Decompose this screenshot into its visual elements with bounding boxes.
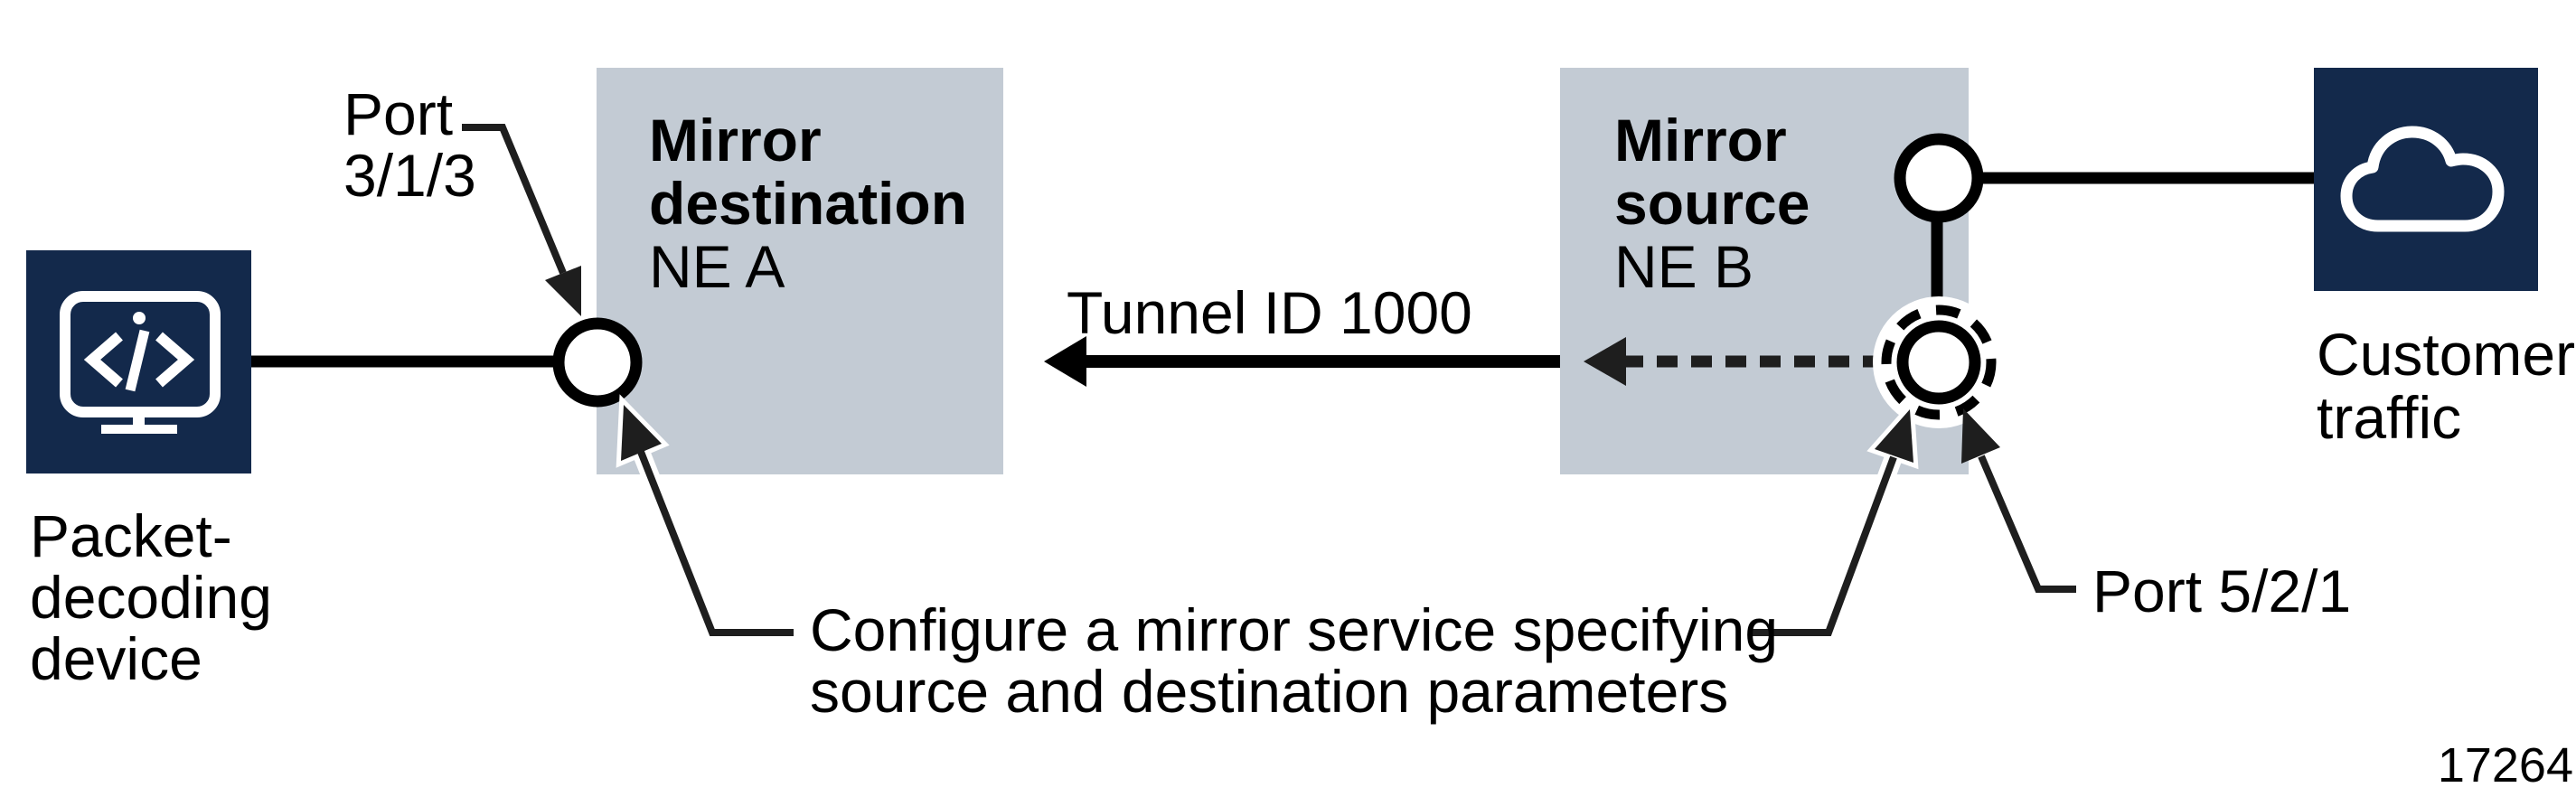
configure-line2: source and destination parameters	[810, 658, 1729, 725]
tunnel-id-label: Tunnel ID 1000	[1067, 279, 1472, 346]
ne-b-line2: source	[1614, 170, 1810, 237]
tunnel-arrowhead	[1044, 336, 1086, 387]
ne-a-line2: destination	[649, 170, 968, 237]
configure-left-callout-line	[637, 450, 794, 636]
configure-right-arrowhead	[1875, 409, 1913, 463]
customer-line1: Customer	[2317, 321, 2576, 388]
port-b-callout-line	[1978, 455, 2076, 593]
port-b-callout-arrowhead	[1961, 408, 2000, 464]
packet-device-line3: device	[30, 625, 202, 692]
port-a-line1: Port	[343, 80, 454, 147]
code-monitor-icon	[60, 291, 221, 434]
configure-annotation: Configure a mirror service specifying so…	[810, 599, 1778, 722]
customer-port-circle	[1894, 133, 1984, 223]
ne-a-line1: Mirror	[649, 107, 822, 173]
customer-line2: traffic	[2317, 384, 2462, 451]
port-3-1-3-circle	[552, 317, 643, 408]
port-5-2-1-dashed-ring	[1881, 305, 1997, 420]
port-5-2-1-circle	[1896, 320, 1981, 405]
configure-left-halo	[632, 448, 794, 642]
ne-b-line1: Mirror	[1614, 107, 1787, 173]
configure-right-callout-line	[1749, 455, 1897, 636]
ne-a-box	[597, 68, 1003, 474]
ne-a-label: Mirror destination NE A	[649, 108, 967, 298]
port-a-line2: 3/1/3	[343, 142, 476, 209]
packet-device-label: Packet- decoding device	[30, 505, 272, 689]
figure-number: 17264	[2437, 738, 2573, 792]
port-b-label: Port 5/2/1	[2092, 558, 2352, 624]
mirrored-traffic-arrowhead	[1584, 337, 1626, 386]
configure-left-arrowhead	[621, 405, 662, 461]
ne-a-line3: NE A	[649, 233, 785, 300]
cloud-icon	[2340, 126, 2505, 232]
packet-device-line1: Packet-	[30, 502, 232, 569]
port-a-label: Port 3/1/3	[343, 83, 476, 206]
ne-b-label: Mirror source NE B	[1614, 108, 1810, 298]
ne-b-line3: NE B	[1614, 233, 1754, 300]
port-a-callout-line	[462, 124, 567, 275]
configure-line1: Configure a mirror service specifying	[810, 596, 1779, 663]
packet-device-line2: decoding	[30, 564, 272, 631]
customer-label: Customer traffic	[2317, 323, 2575, 449]
port-a-callout-arrowhead	[545, 266, 581, 316]
